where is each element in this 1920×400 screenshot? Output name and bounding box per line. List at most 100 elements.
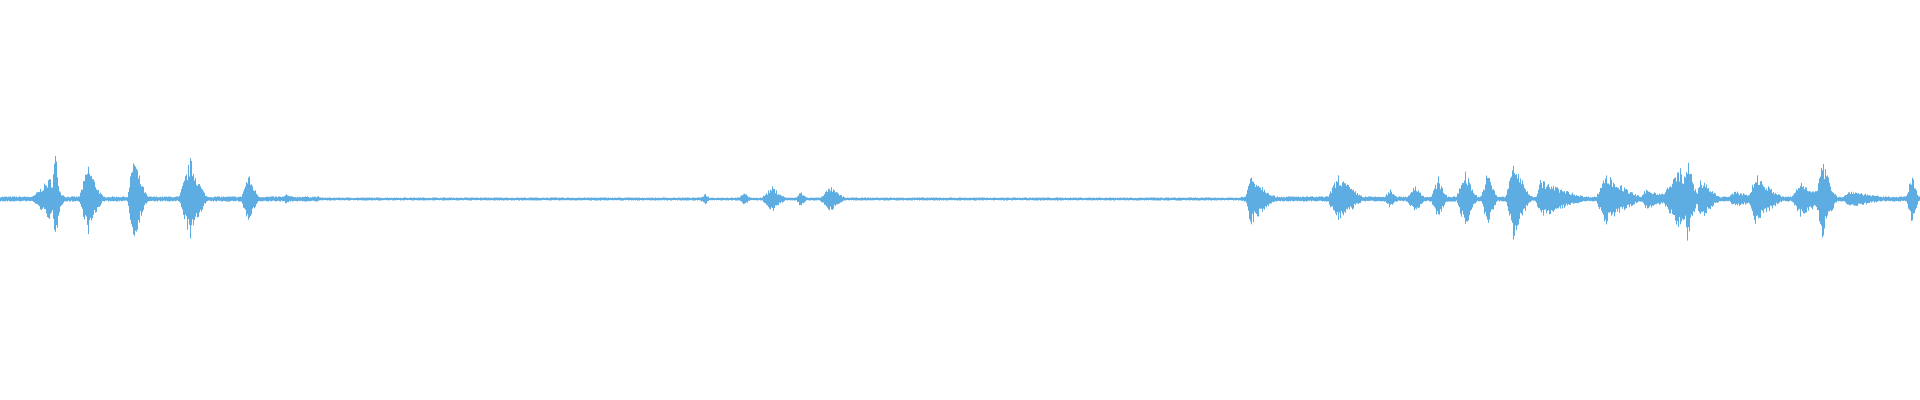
- waveform-sample: [514, 198, 515, 201]
- waveform-sample: [1600, 188, 1601, 208]
- waveform-sample: [1911, 184, 1912, 221]
- waveform-sample: [335, 197, 336, 201]
- waveform-sample: [1235, 197, 1236, 201]
- waveform-sample: [19, 196, 20, 202]
- waveform-sample: [149, 196, 150, 202]
- waveform-sample: [223, 196, 224, 201]
- waveform-sample: [1484, 190, 1485, 214]
- waveform-sample: [1622, 190, 1623, 209]
- waveform-sample: [1421, 195, 1422, 204]
- waveform-sample: [1824, 179, 1825, 229]
- waveform-sample: [1310, 196, 1311, 201]
- waveform-sample: [1183, 197, 1184, 200]
- waveform-sample: [1135, 197, 1136, 201]
- waveform-sample: [1401, 197, 1402, 201]
- waveform-sample: [1397, 197, 1398, 202]
- waveform-sample: [157, 197, 158, 202]
- waveform-sample: [1412, 192, 1413, 206]
- waveform-sample: [1113, 197, 1114, 201]
- waveform-sample: [799, 193, 800, 206]
- waveform-sample: [609, 198, 610, 200]
- waveform-sample: [1023, 197, 1024, 200]
- waveform-sample: [785, 197, 786, 201]
- waveform-sample: [1646, 189, 1647, 206]
- waveform-sample: [1644, 191, 1645, 205]
- waveform-sample: [1051, 198, 1052, 201]
- waveform-sample: [1416, 191, 1417, 210]
- waveform-sample: [1907, 193, 1908, 204]
- waveform-sample: [1316, 196, 1317, 202]
- waveform-sample: [1817, 190, 1818, 211]
- waveform-sample: [182, 186, 183, 210]
- waveform-sample: [1581, 195, 1582, 202]
- waveform-sample: [715, 198, 716, 200]
- waveform-sample: [805, 196, 806, 202]
- waveform-sample: [378, 197, 379, 201]
- waveform-sample: [1377, 197, 1378, 201]
- waveform-sample: [1751, 191, 1752, 209]
- waveform-sample: [136, 168, 137, 232]
- waveform-sample: [130, 176, 131, 220]
- waveform-sample: [1373, 196, 1374, 201]
- waveform-sample: [591, 197, 592, 201]
- waveform-sample: [381, 197, 382, 201]
- waveform-sample: [346, 197, 347, 200]
- waveform-sample: [1758, 185, 1759, 219]
- waveform-sample: [736, 198, 737, 201]
- waveform-sample: [139, 175, 140, 223]
- waveform-sample: [1314, 197, 1315, 202]
- waveform-sample: [505, 197, 506, 201]
- waveform-sample: [1684, 176, 1685, 220]
- waveform-sample: [1152, 197, 1153, 201]
- waveform-sample: [430, 198, 431, 201]
- waveform-sample: [1913, 179, 1914, 214]
- waveform-sample: [124, 197, 125, 201]
- waveform-sample: [1512, 170, 1513, 223]
- waveform-sample: [1699, 187, 1700, 213]
- waveform-sample: [261, 197, 262, 201]
- waveform-sample: [1073, 197, 1074, 200]
- waveform-sample: [657, 197, 658, 201]
- waveform-sample: [979, 197, 980, 201]
- waveform-sample: [1526, 191, 1527, 205]
- waveform-sample: [35, 194, 36, 204]
- waveform-sample: [1259, 187, 1260, 209]
- waveform-sample: [1759, 184, 1760, 218]
- waveform-sample: [448, 197, 449, 201]
- waveform-sample: [858, 197, 859, 201]
- waveform-sample: [146, 193, 147, 204]
- waveform-sample: [56, 161, 57, 225]
- waveform-sample: [948, 198, 949, 201]
- waveform-sample: [1756, 182, 1757, 217]
- waveform-sample: [15, 197, 16, 201]
- waveform-sample: [1605, 178, 1606, 220]
- waveform-sample: [1410, 193, 1411, 207]
- waveform-sample: [1527, 191, 1528, 206]
- waveform-sample: [1625, 189, 1626, 209]
- waveform-sample: [1709, 191, 1710, 209]
- waveform-sample: [978, 197, 979, 201]
- waveform-sample: [606, 197, 607, 201]
- waveform-sample: [641, 198, 642, 201]
- waveform-sample: [363, 197, 364, 201]
- waveform-sample: [647, 197, 648, 201]
- waveform-sample: [746, 194, 747, 203]
- waveform-sample: [97, 190, 98, 208]
- waveform-sample: [846, 198, 847, 200]
- waveform-sample: [1599, 192, 1600, 210]
- waveform-sample: [1584, 197, 1585, 202]
- waveform-sample: [1263, 191, 1264, 209]
- waveform-sample: [867, 197, 868, 201]
- waveform-sample: [1355, 191, 1356, 205]
- waveform-sample: [788, 197, 789, 201]
- waveform-sample: [972, 197, 973, 201]
- waveform-sample: [238, 196, 239, 202]
- waveform-sample: [1575, 196, 1576, 204]
- waveform-sample: [1652, 194, 1653, 206]
- waveform-sample: [1803, 186, 1804, 214]
- waveform-sample: [274, 197, 275, 201]
- waveform-sample: [1704, 182, 1705, 216]
- waveform-sample: [1016, 198, 1017, 201]
- waveform-sample: [71, 196, 72, 201]
